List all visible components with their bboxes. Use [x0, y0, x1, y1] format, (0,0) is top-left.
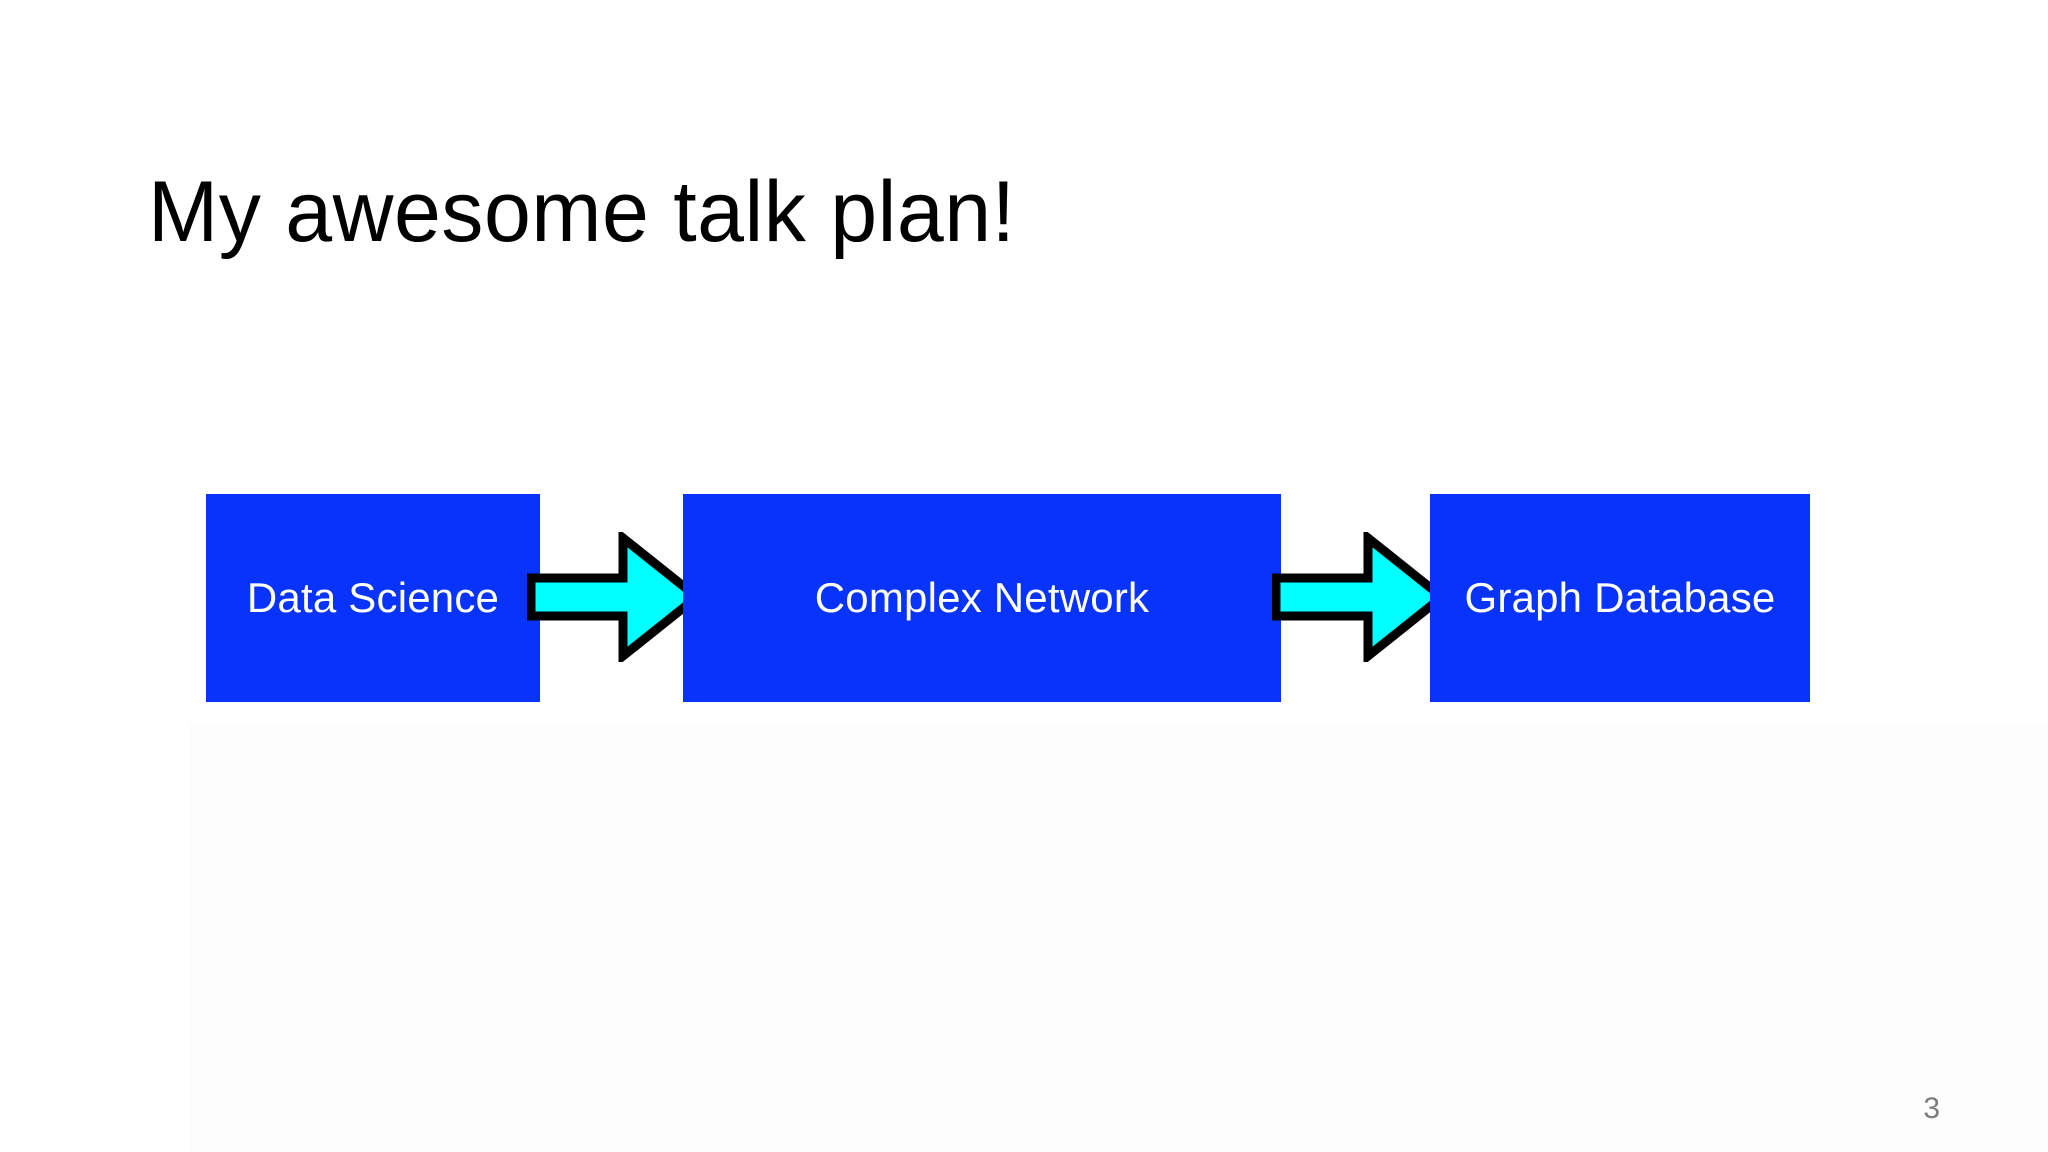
flow-connector-2: [1272, 532, 1447, 662]
flow-node-label: Complex Network: [814, 574, 1150, 621]
page-number: 3: [1923, 1092, 1940, 1125]
flow-node-graph-database[interactable]: Graph Database: [1430, 494, 1810, 702]
right-arrow-icon: [1272, 532, 1447, 662]
right-arrow-icon: [527, 532, 702, 662]
flow-node-complex-network[interactable]: Complex Network: [683, 494, 1281, 702]
flow-node-label: Graph Database: [1464, 574, 1776, 621]
content-area-background: [190, 722, 2048, 1152]
flow-node-label: Data Science: [246, 574, 500, 621]
flow-connector-1: [527, 532, 702, 662]
flow-node-data-science[interactable]: Data Science: [206, 494, 540, 702]
page-title: My awesome talk plan!: [148, 163, 1016, 260]
